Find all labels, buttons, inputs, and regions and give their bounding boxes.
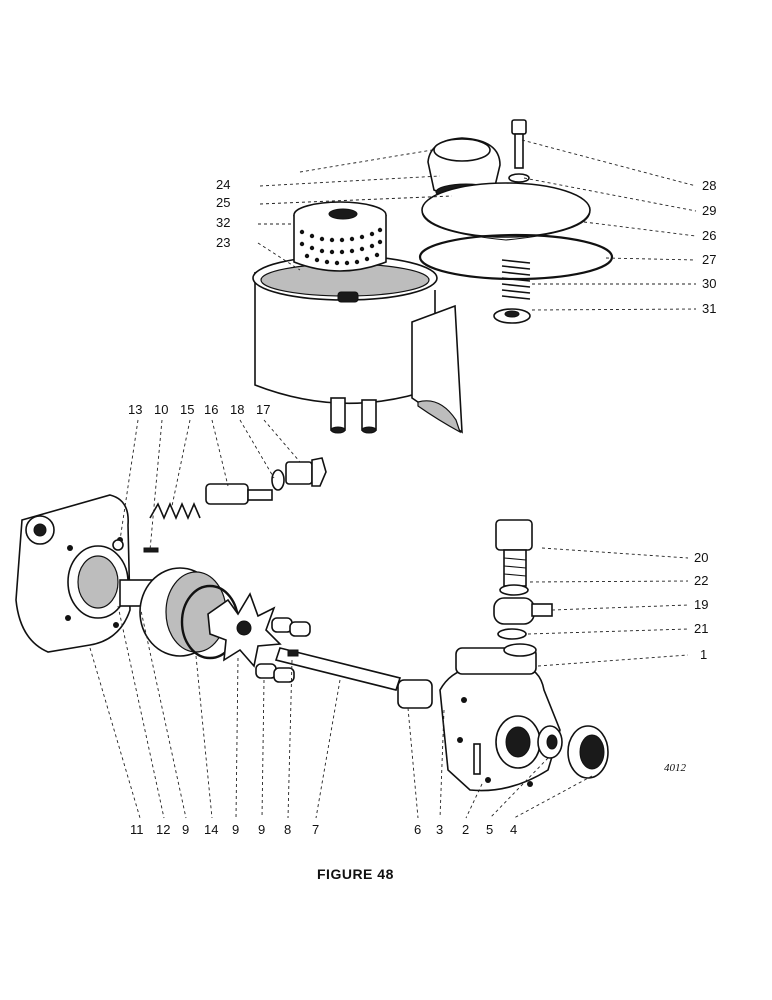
- seal-cap: [567, 725, 609, 779]
- callout-32: 32: [216, 215, 230, 230]
- callout-25: 25: [216, 195, 230, 210]
- shaft-seal: [537, 725, 563, 759]
- reservoir-body: [252, 255, 463, 434]
- callout-9-c: 9: [258, 822, 265, 837]
- filter-element: [293, 201, 387, 272]
- leader-lines: [89, 139, 697, 819]
- callout-16: 16: [204, 402, 218, 417]
- callout-21: 21: [694, 621, 708, 636]
- drive-shaft: [274, 647, 402, 691]
- callout-4: 4: [510, 822, 517, 837]
- callout-18: 18: [230, 402, 244, 417]
- callout-9-a: 9: [182, 822, 189, 837]
- shaft-bush: [397, 679, 433, 709]
- callout-6: 6: [414, 822, 421, 837]
- lid-sealing-ring: [418, 233, 614, 281]
- callout-26: 26: [702, 228, 716, 243]
- callout-31: 31: [702, 301, 716, 316]
- banjo-union: [493, 597, 553, 625]
- relief-spring: [501, 259, 531, 300]
- callout-10: 10: [154, 402, 168, 417]
- callout-labels: 24 25 32 23 28 29 26 27 30 31 13 10 15 1…: [128, 177, 716, 837]
- reservoir-assembly: [252, 119, 614, 434]
- callout-3: 3: [436, 822, 443, 837]
- plug-washer: [271, 469, 285, 491]
- pump-body: [439, 643, 561, 792]
- spring-washer: [493, 308, 531, 324]
- banjo-washer-lower: [497, 628, 527, 640]
- callout-27: 27: [702, 252, 716, 267]
- pump-end-cover: [15, 494, 159, 653]
- valve-plunger: [205, 483, 273, 505]
- callout-14: 14: [204, 822, 218, 837]
- callout-29: 29: [702, 203, 716, 218]
- callout-8: 8: [284, 822, 291, 837]
- banjo-washer-upper: [499, 584, 529, 596]
- callout-1: 1: [700, 647, 707, 662]
- valve-spring: [149, 501, 201, 521]
- pump-rotor-housing: [139, 567, 227, 657]
- callout-11: 11: [130, 822, 144, 837]
- relief-plug: [285, 457, 327, 487]
- relief-valve-parts: [149, 457, 327, 521]
- callout-15: 15: [180, 402, 194, 417]
- banjo-bolt: [495, 519, 533, 587]
- callout-23: 23: [216, 235, 230, 250]
- reservoir-lid: [421, 182, 591, 241]
- reservoir-cap: [427, 137, 501, 201]
- callout-12: 12: [156, 822, 170, 837]
- callout-13: 13: [128, 402, 142, 417]
- callout-2: 2: [462, 822, 469, 837]
- callout-22: 22: [694, 573, 708, 588]
- pump-rotor: [207, 592, 282, 668]
- callout-28: 28: [702, 178, 716, 193]
- callout-24: 24: [216, 177, 230, 192]
- callout-9-b: 9: [232, 822, 239, 837]
- callout-20: 20: [694, 550, 708, 565]
- callout-17: 17: [256, 402, 270, 417]
- callout-5: 5: [486, 822, 493, 837]
- callout-30: 30: [702, 276, 716, 291]
- callout-19: 19: [694, 597, 708, 612]
- figure-caption: FIGURE 48: [317, 866, 394, 882]
- pump-rollers: [255, 617, 311, 683]
- callout-7: 7: [312, 822, 319, 837]
- lid-bolt: [508, 119, 530, 183]
- drawing-reference-number: 4012: [664, 762, 686, 774]
